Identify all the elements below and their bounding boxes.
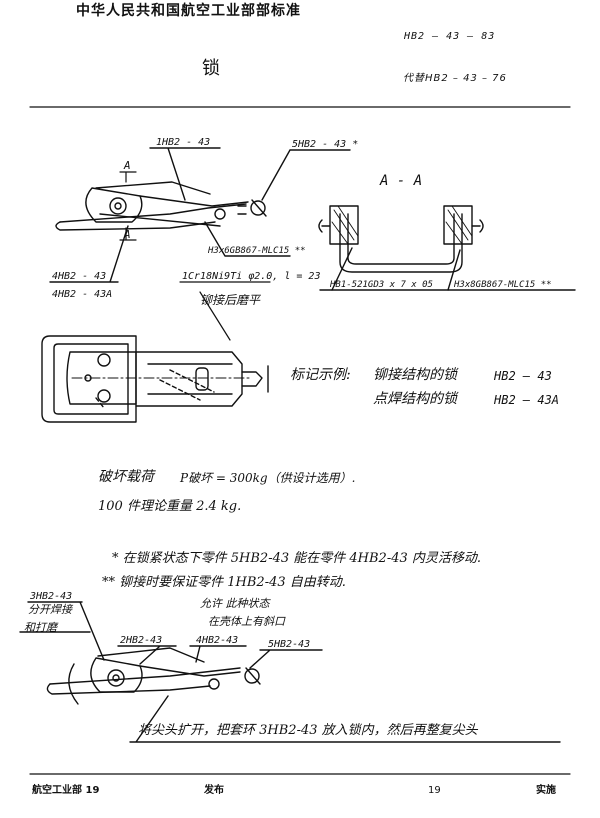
marking-line1-text: 铆接结构的锁 — [373, 367, 457, 383]
label-part5: 5HB2 - 43 * — [292, 139, 359, 150]
label-part4: 4HB2 - 43 — [52, 271, 107, 282]
load-label: 破坏载荷 — [98, 469, 154, 485]
marking-line1-code: HB2 – 43 — [494, 369, 552, 383]
label-weld1: 分开焊接 — [28, 603, 72, 616]
label-bottom-part5: 5HB2-43 — [268, 639, 311, 650]
bottom-view-drawing — [20, 602, 560, 742]
footer-ministry: 航空工业部 19 — [32, 785, 100, 796]
note-1: * 在锁紧状态下零件 5HB2-43 能在零件 4HB2-43 内灵活移动. — [112, 551, 482, 566]
label-bottom-part4: 4HB2-43 — [196, 635, 239, 646]
side-view-drawing — [50, 148, 350, 282]
label-bottom-part3: 3HB2-43 — [30, 591, 73, 602]
label-allow1: 允许 此种状态 — [200, 597, 270, 610]
section-mark-a-bottom: A — [124, 228, 131, 241]
label-rivet-note: 铆接后磨平 — [200, 293, 261, 307]
section-title: A - A — [380, 173, 423, 189]
weight-spec: 100 件理论重量 2.4 kg. — [98, 499, 242, 514]
label-material: 1Cr18Ni9Ti φ2.0, l = 23 — [182, 271, 321, 282]
marking-line2-code: HB2 – 43A — [494, 393, 560, 407]
footer-year: 19 — [428, 785, 441, 796]
standard-code: HB2 – 43 – 83 — [404, 31, 496, 42]
marking-line2-text: 点焊结构的锁 — [373, 391, 457, 407]
footer-issued: 发布 — [204, 785, 224, 796]
label-part1: 1HB2 - 43 — [156, 137, 211, 148]
section-mark-a-top: A — [124, 159, 131, 172]
note-2: ** 铆接时要保证零件 1HB2-43 自由转动. — [102, 575, 346, 590]
label-bottom-part2: 2HB2-43 — [120, 635, 163, 646]
label-weld2: 和打磨 — [24, 621, 57, 634]
label-section-right: H3x8GB867-MLC15 ** — [454, 280, 552, 290]
label-allow2: 在壳体上有斜口 — [208, 615, 285, 628]
material-leader — [180, 282, 270, 340]
replaces-standard: 代替HB2 – 43 – 76 — [403, 73, 507, 84]
label-rivet-spec: H3x6GB867-MLC15 ** — [208, 246, 306, 256]
label-section-left: HB1-521GD3 x 7 x 05 — [330, 280, 433, 290]
marking-example-label: 标记示例: — [290, 367, 351, 383]
plan-view-drawing — [42, 336, 268, 422]
label-part4a: 4HB2 - 43A — [52, 289, 113, 300]
organization-title: 中华人民共和国航空工业部部标准 — [76, 3, 301, 19]
section-a-a-drawing — [319, 206, 575, 290]
document-title: 锁 — [202, 58, 220, 79]
footer-implemented: 实施 — [536, 785, 556, 796]
load-value: P破坏 = 300kg（供设计选用）. — [180, 471, 356, 485]
assembly-instruction: 将尖头扩开，把套环 3HB2-43 放入锁内，然后再整复尖头 — [138, 723, 478, 738]
